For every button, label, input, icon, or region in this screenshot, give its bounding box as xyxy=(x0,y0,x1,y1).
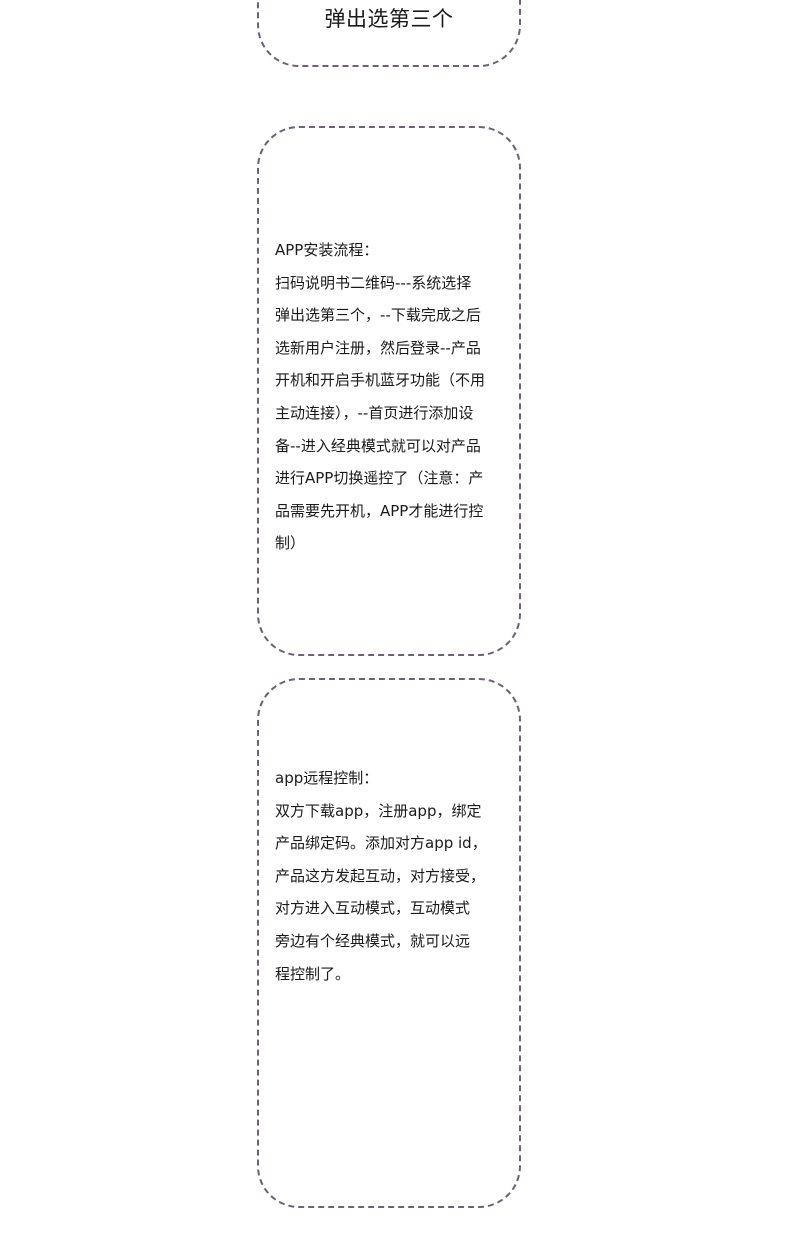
remote-card-title: app远程控制： xyxy=(275,769,379,787)
install-card-title: APP安装流程： xyxy=(275,241,379,259)
top-instruction-card: 弹出选第三个 xyxy=(257,0,521,67)
top-card-text: 弹出选第三个 xyxy=(324,7,454,31)
app-remote-card: app远程控制： 双方下载app，注册app，绑定 产品绑定码。添加对方app … xyxy=(257,678,521,1208)
remote-card-content: app远程控制： 双方下载app，注册app，绑定 产品绑定码。添加对方app … xyxy=(275,762,509,990)
remote-card-body: 双方下载app，注册app，绑定 产品绑定码。添加对方app id， 产品这方发… xyxy=(275,801,487,983)
install-card-body: 扫码说明书二维码---系统选择 弹出选第三个，--下载完成之后 选新用户注册，然… xyxy=(275,273,486,553)
app-install-card: APP安装流程： 扫码说明书二维码---系统选择 弹出选第三个，--下载完成之后… xyxy=(257,126,521,656)
install-card-content: APP安装流程： 扫码说明书二维码---系统选择 弹出选第三个，--下载完成之后… xyxy=(275,234,509,560)
